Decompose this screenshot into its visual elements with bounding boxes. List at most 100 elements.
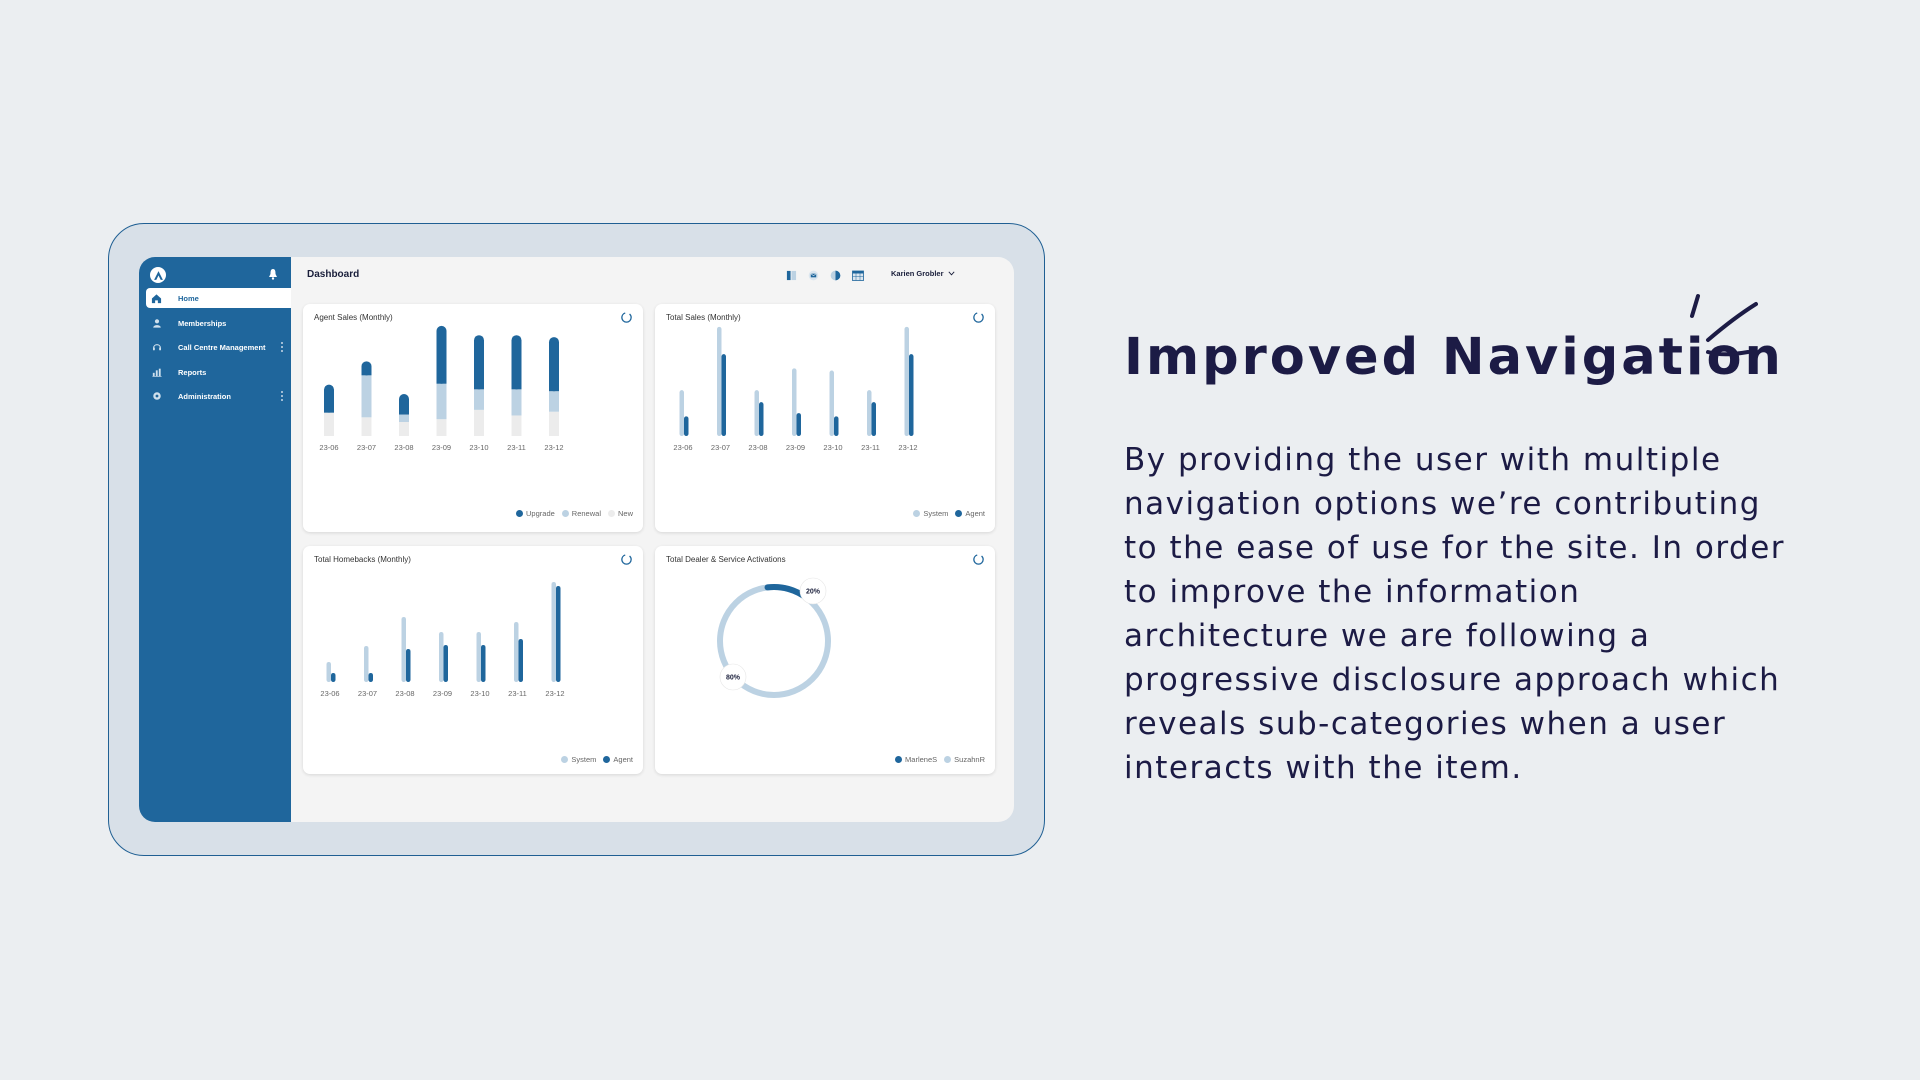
x-tick-label: 23-09 bbox=[432, 443, 451, 452]
bar bbox=[364, 646, 369, 682]
headset-icon bbox=[150, 341, 163, 354]
sidebar-item-memberships[interactable]: Memberships bbox=[146, 313, 291, 333]
refresh-icon[interactable] bbox=[972, 553, 985, 566]
bar-segment bbox=[474, 389, 484, 410]
x-tick-label: 23-07 bbox=[358, 689, 377, 698]
sidebar-item-label: Reports bbox=[178, 367, 207, 377]
body-line: reveals sub-categories when a user bbox=[1124, 706, 1727, 742]
legend-item: MarleneS bbox=[895, 755, 937, 764]
bar-segment bbox=[361, 417, 372, 436]
legend-item: SuzahnR bbox=[944, 755, 985, 764]
body-line: architecture we are following a bbox=[1124, 618, 1651, 654]
section-heading: Improved Navigation bbox=[1124, 328, 1784, 387]
chevron-down-icon bbox=[947, 271, 955, 276]
legend-label: Renewal bbox=[571, 509, 601, 518]
card-title: Total Sales (Monthly) bbox=[666, 313, 741, 322]
bar-segment bbox=[549, 391, 559, 412]
bar bbox=[792, 368, 797, 436]
body-line: to the ease of use for the site. In orde… bbox=[1124, 530, 1786, 566]
sidebar-item-reports[interactable]: Reports bbox=[146, 362, 291, 382]
bar bbox=[796, 413, 801, 436]
more-vertical-icon[interactable] bbox=[281, 342, 283, 352]
sidebar-item-call-centre[interactable]: Call Centre Management bbox=[146, 337, 291, 357]
legend-label: MarleneS bbox=[905, 755, 938, 764]
gear-icon bbox=[150, 390, 163, 403]
body-line: to improve the information bbox=[1124, 574, 1581, 610]
bar bbox=[326, 662, 331, 682]
bar bbox=[518, 639, 523, 682]
bar-segment-base bbox=[324, 406, 334, 413]
theme-icon[interactable] bbox=[829, 269, 842, 282]
bar bbox=[443, 645, 448, 682]
card-title: Total Homebacks (Monthly) bbox=[314, 555, 411, 564]
bar bbox=[909, 354, 914, 436]
logo-icon[interactable] bbox=[150, 267, 166, 283]
legend-label: SuzahnR bbox=[954, 755, 985, 764]
mail-icon[interactable] bbox=[807, 269, 820, 282]
sidebar-item-home[interactable]: Home bbox=[146, 288, 291, 308]
bar bbox=[829, 370, 834, 436]
activations-donut-chart: 20%80% bbox=[717, 577, 831, 698]
bar bbox=[368, 673, 373, 682]
sidebar-item-administration[interactable]: Administration bbox=[146, 386, 291, 406]
bar-segment bbox=[474, 335, 484, 390]
refresh-icon[interactable] bbox=[972, 311, 985, 324]
bar-segment-base bbox=[436, 377, 447, 384]
legend-dot bbox=[607, 510, 615, 517]
bar-segment bbox=[474, 409, 484, 436]
bar bbox=[867, 390, 872, 436]
bar-segment-base bbox=[511, 383, 522, 390]
x-tick-label: 23-06 bbox=[673, 443, 692, 452]
bar-segment-base bbox=[361, 369, 372, 376]
refresh-icon[interactable] bbox=[620, 311, 633, 324]
bell-icon[interactable] bbox=[268, 268, 278, 280]
sidebar-item-label: Call Centre Management bbox=[178, 342, 266, 352]
legend-item: Agent bbox=[955, 509, 985, 518]
chart-legend: MarleneS SuzahnR bbox=[895, 755, 985, 764]
sidebar-item-label: Administration bbox=[178, 391, 231, 401]
more-vertical-icon[interactable] bbox=[281, 391, 283, 401]
bar-chart-icon bbox=[150, 366, 163, 379]
person-icon bbox=[150, 317, 163, 330]
bar-segment bbox=[436, 419, 447, 436]
bar-segment bbox=[399, 414, 409, 422]
chart-legend: System Agent bbox=[913, 509, 985, 518]
x-tick-label: 23-07 bbox=[357, 443, 376, 452]
legend-label: System bbox=[923, 509, 949, 518]
sidebar: Home Memberships Call Centre Management … bbox=[139, 257, 291, 822]
x-tick-label: 23-11 bbox=[508, 689, 527, 698]
bar-segment bbox=[511, 415, 522, 436]
bar bbox=[759, 402, 764, 436]
x-tick-label: 23-12 bbox=[545, 689, 564, 698]
legend-label: New bbox=[617, 509, 633, 518]
bar bbox=[331, 673, 336, 682]
accent-strokes-icon bbox=[1690, 294, 1758, 357]
legend-item: System bbox=[561, 755, 596, 764]
x-tick-label: 23-11 bbox=[861, 443, 880, 452]
legend-item: System bbox=[913, 509, 948, 518]
user-menu[interactable]: Karien Grobler bbox=[891, 269, 955, 278]
x-tick-label: 23-12 bbox=[544, 443, 563, 452]
dashboard-screen: Home Memberships Call Centre Management … bbox=[139, 257, 1014, 822]
bar-segment bbox=[399, 422, 409, 436]
slice-label-bubble bbox=[719, 663, 747, 691]
bar bbox=[679, 390, 684, 436]
page-title: Dashboard bbox=[307, 269, 360, 280]
calendar-icon[interactable] bbox=[851, 269, 864, 282]
legend-dot bbox=[561, 510, 569, 517]
legend-dot bbox=[913, 510, 921, 517]
body-line: By providing the user with multiple bbox=[1124, 442, 1722, 478]
legend-label: Agent bbox=[965, 509, 985, 518]
bar bbox=[904, 326, 909, 436]
x-tick-label: 23-07 bbox=[711, 443, 730, 452]
card-title: Agent Sales (Monthly) bbox=[314, 313, 393, 322]
layout-icon[interactable] bbox=[785, 269, 798, 282]
x-tick-label: 23-10 bbox=[470, 689, 489, 698]
refresh-icon[interactable] bbox=[620, 553, 633, 566]
